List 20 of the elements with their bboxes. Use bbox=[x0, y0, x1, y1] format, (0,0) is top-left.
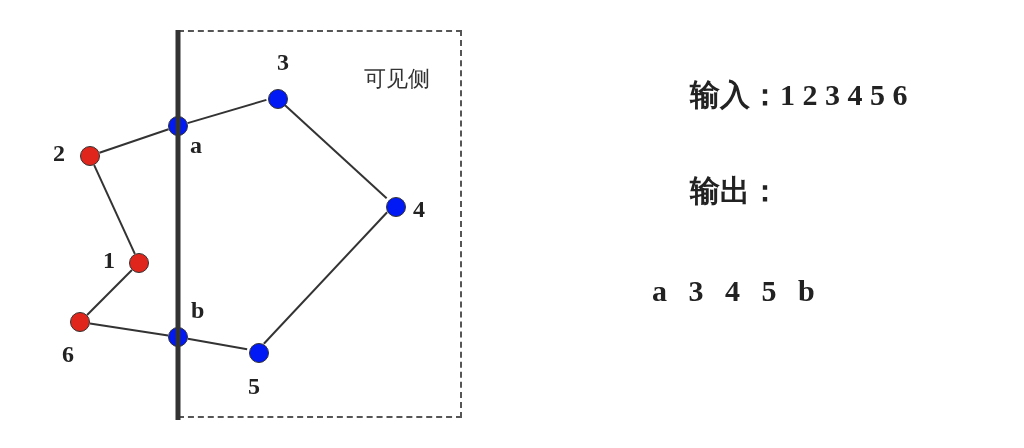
output-text: 输出： bbox=[690, 173, 780, 209]
region-title: 可见侧 bbox=[364, 65, 430, 93]
polygon-edge bbox=[186, 337, 249, 351]
polygon-edge bbox=[88, 322, 170, 337]
point-label: 2 bbox=[53, 141, 65, 165]
polygon-edge bbox=[86, 269, 133, 316]
output-text: a 3 4 5 b bbox=[652, 273, 815, 309]
polygon-edge bbox=[93, 164, 136, 255]
point-label: 1 bbox=[103, 248, 115, 272]
point-label: 3 bbox=[277, 50, 289, 74]
polygon-edge bbox=[282, 102, 388, 200]
polygon-edge bbox=[98, 128, 170, 154]
polygon-edge bbox=[186, 98, 268, 125]
point-label: a bbox=[190, 133, 202, 157]
visible-side-region bbox=[178, 30, 462, 418]
point-label: b bbox=[191, 298, 205, 322]
output-text: 输入：1 2 3 4 5 6 bbox=[690, 77, 908, 113]
point-label: 4 bbox=[413, 197, 425, 221]
point-label: 5 bbox=[248, 374, 260, 398]
point-label: 6 bbox=[62, 342, 74, 366]
